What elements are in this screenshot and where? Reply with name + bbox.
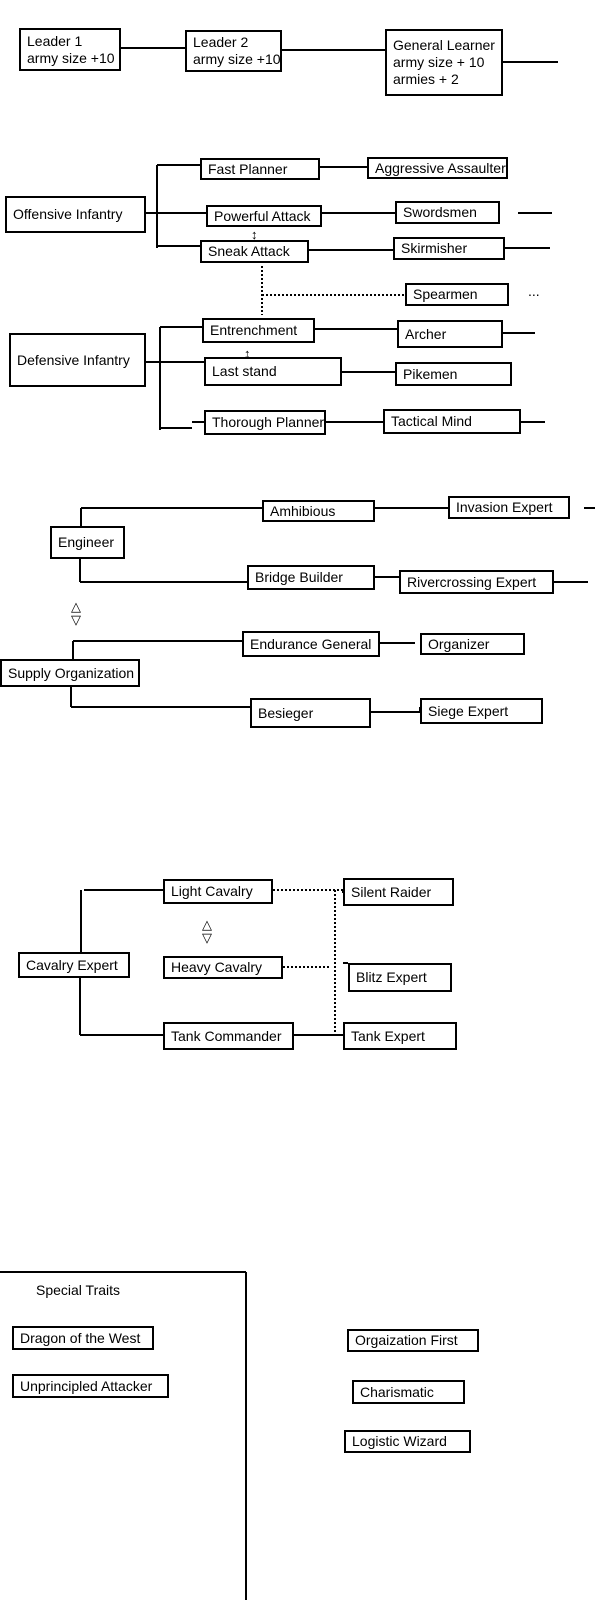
leader-2-title: Leader 2: [193, 34, 249, 50]
swordsmen-node: Swordsmen: [395, 201, 500, 224]
last-stand-node: Last stand: [204, 357, 342, 386]
swap-arrow-icon: ↕: [251, 227, 258, 242]
engineer-node: Engineer: [50, 526, 125, 559]
leader-1-bonus: army size +10: [27, 49, 115, 66]
powerful-attack-node: Powerful Attack: [206, 205, 322, 227]
charismatic-node: Charismatic: [352, 1380, 465, 1404]
supply-organization-node: Supply Organization: [0, 659, 140, 687]
siege-expert-node: Siege Expert: [420, 698, 543, 724]
besieger-node: Besieger: [250, 698, 371, 728]
aggressive-assaulter-node: Aggressive Assaulter: [367, 157, 508, 179]
rivercrossing-expert-node: Rivercrossing Expert: [399, 570, 554, 594]
general-learner-army-size: army size + 10: [393, 54, 485, 70]
continuation-ellipsis: ...: [528, 283, 540, 299]
sneak-attack-node: Sneak Attack: [200, 240, 309, 263]
fast-planner-node: Fast Planner: [200, 158, 320, 180]
tank-expert-node: Tank Expert: [343, 1022, 457, 1050]
organization-first-node: Orgaization First: [347, 1329, 479, 1352]
entrenchment-node: Entrenchment: [202, 318, 315, 343]
swap-triangles-icon: △▽: [202, 917, 212, 945]
general-learner-node: General Learner army size + 10 armies + …: [385, 29, 503, 96]
leader-2-node: Leader 2 army size +10: [185, 30, 282, 72]
special-traits-title: Special Traits: [36, 1282, 121, 1298]
leader-1-title: Leader 1: [27, 32, 83, 49]
organizer-node: Organizer: [420, 633, 525, 655]
dragon-of-the-west-node: Dragon of the West: [12, 1326, 154, 1350]
tactical-mind-node: Tactical Mind: [383, 409, 521, 434]
archer-node: Archer: [397, 320, 503, 348]
swap-triangles-icon: △▽: [71, 599, 81, 627]
heavy-cavalry-node: Heavy Cavalry: [163, 956, 283, 979]
pikemen-node: Pikemen: [395, 362, 512, 386]
skirmisher-node: Skirmisher: [393, 237, 505, 260]
amphibious-node: Amhibious: [262, 500, 375, 522]
cavalry-expert-node: Cavalry Expert: [18, 952, 130, 978]
spearmen-node: Spearmen: [405, 283, 509, 306]
defensive-infantry-node: Defensive Infantry: [9, 333, 146, 387]
general-learner-title: General Learner: [393, 37, 495, 53]
swap-arrow-icon: ↕: [244, 346, 251, 361]
silent-raider-node: Silent Raider: [343, 878, 454, 906]
endurance-general-node: Endurance General: [242, 631, 380, 657]
thorough-planner-node: Thorough Planner: [204, 410, 326, 435]
blitz-expert-node: Blitz Expert: [348, 963, 452, 992]
logistic-wizard-node: Logistic Wizard: [344, 1430, 471, 1453]
leader-2-bonus: army size +10: [193, 51, 281, 67]
bridge-builder-node: Bridge Builder: [247, 565, 375, 590]
tank-commander-node: Tank Commander: [163, 1022, 294, 1050]
unprincipled-attacker-node: Unprincipled Attacker: [12, 1374, 169, 1398]
offensive-infantry-node: Offensive Infantry: [5, 196, 146, 233]
light-cavalry-node: Light Cavalry: [163, 879, 273, 904]
general-learner-armies: armies + 2: [393, 71, 459, 87]
invasion-expert-node: Invasion Expert: [448, 496, 570, 519]
leader-1-node: Leader 1 army size +10: [19, 28, 121, 71]
